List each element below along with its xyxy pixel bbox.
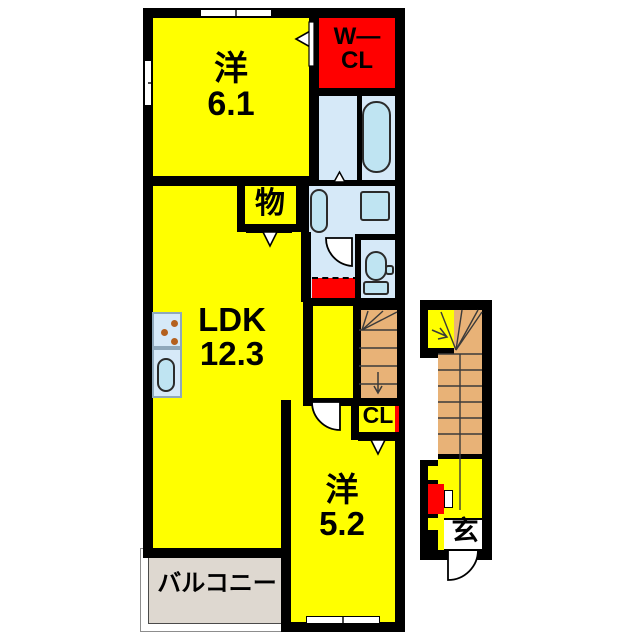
wall-ldk-corridor [303, 232, 311, 404]
shoe-closet [428, 484, 444, 514]
entrance-label: 玄 [450, 516, 480, 546]
walk-in-closet-label: W— CL [324, 23, 390, 75]
shoe-closet-door [444, 490, 453, 508]
wall-room-north-south [153, 176, 309, 186]
kitchen-sink-basin [157, 358, 175, 392]
wall-washroom-toilet [355, 234, 405, 240]
wall-storage-west [237, 182, 245, 230]
entrance-label-text: 玄 [451, 516, 479, 546]
room-north-label: 洋 6.1 [186, 52, 276, 121]
wall-wcl-bath [309, 88, 405, 96]
wall-ldk-balcony-edge [143, 548, 157, 558]
stove-burner-2 [161, 329, 168, 336]
wall-toilet-west [355, 234, 361, 300]
room-south-label: 洋 5.2 [300, 473, 384, 540]
genkan-floor [444, 518, 482, 550]
ldk-name: LDK [198, 301, 266, 338]
wcl-label-line2: CL [341, 47, 373, 75]
wall-ldk-south [153, 548, 287, 558]
room-north-floor [153, 18, 309, 176]
stove-burner-3 [171, 338, 178, 345]
walk-in-closet-floor [319, 18, 395, 88]
cl-label-text: CL [362, 402, 394, 428]
wall-bath-tub-divider [357, 96, 362, 180]
vanity-sink [360, 191, 390, 221]
hall-threshold [312, 278, 359, 300]
storage-label-text: 物 [255, 187, 285, 220]
balcony-label: バルコニー [150, 570, 284, 597]
wall-bath-washroom [307, 180, 405, 186]
wcl-label-line1: W— [333, 23, 381, 50]
wall-cl-south [351, 432, 405, 440]
entrance-alcove-left [428, 466, 442, 480]
room-north-name: 洋 [214, 50, 248, 88]
window-room-south [306, 616, 380, 624]
toilet-tank [363, 281, 389, 295]
washing-machine-space [310, 189, 328, 233]
entrance-alcove-lower [428, 518, 442, 530]
hall-threshold-dash [312, 277, 359, 279]
window-west-room-north [144, 60, 152, 106]
wall-storage-east [296, 182, 304, 230]
corridor-floor [313, 300, 357, 402]
staircase-interior [359, 310, 397, 402]
exterior-stair-notch [420, 358, 442, 460]
wall-ldk-room-south [281, 400, 291, 632]
bathtub [362, 101, 391, 173]
wall-entrance-divider [438, 454, 482, 459]
ldk-label: LDK 12.3 [186, 303, 278, 370]
bedroom-closet-label: CL [358, 402, 398, 428]
balcony-label-text: バルコニー [157, 570, 277, 597]
window-north-room [200, 9, 272, 17]
balcony-floor [148, 552, 286, 624]
wall-corridor-stair [353, 300, 361, 404]
ldk-size: 12.3 [199, 334, 265, 372]
wall-room-north-east [309, 18, 319, 88]
stair-landing-top [428, 310, 454, 350]
storage-label: 物 [248, 187, 292, 220]
wall-storage-south [237, 224, 303, 232]
wall-stair-landing-edge [428, 348, 454, 354]
stove-burner-1 [171, 320, 178, 327]
toilet-bowl [365, 251, 387, 281]
room-south-size: 5.2 [319, 504, 365, 542]
toilet-paper-holder [385, 265, 394, 275]
wall-cl-west [351, 400, 359, 440]
room-north-size: 6.1 [207, 84, 255, 123]
room-south-name: 洋 [325, 471, 359, 508]
